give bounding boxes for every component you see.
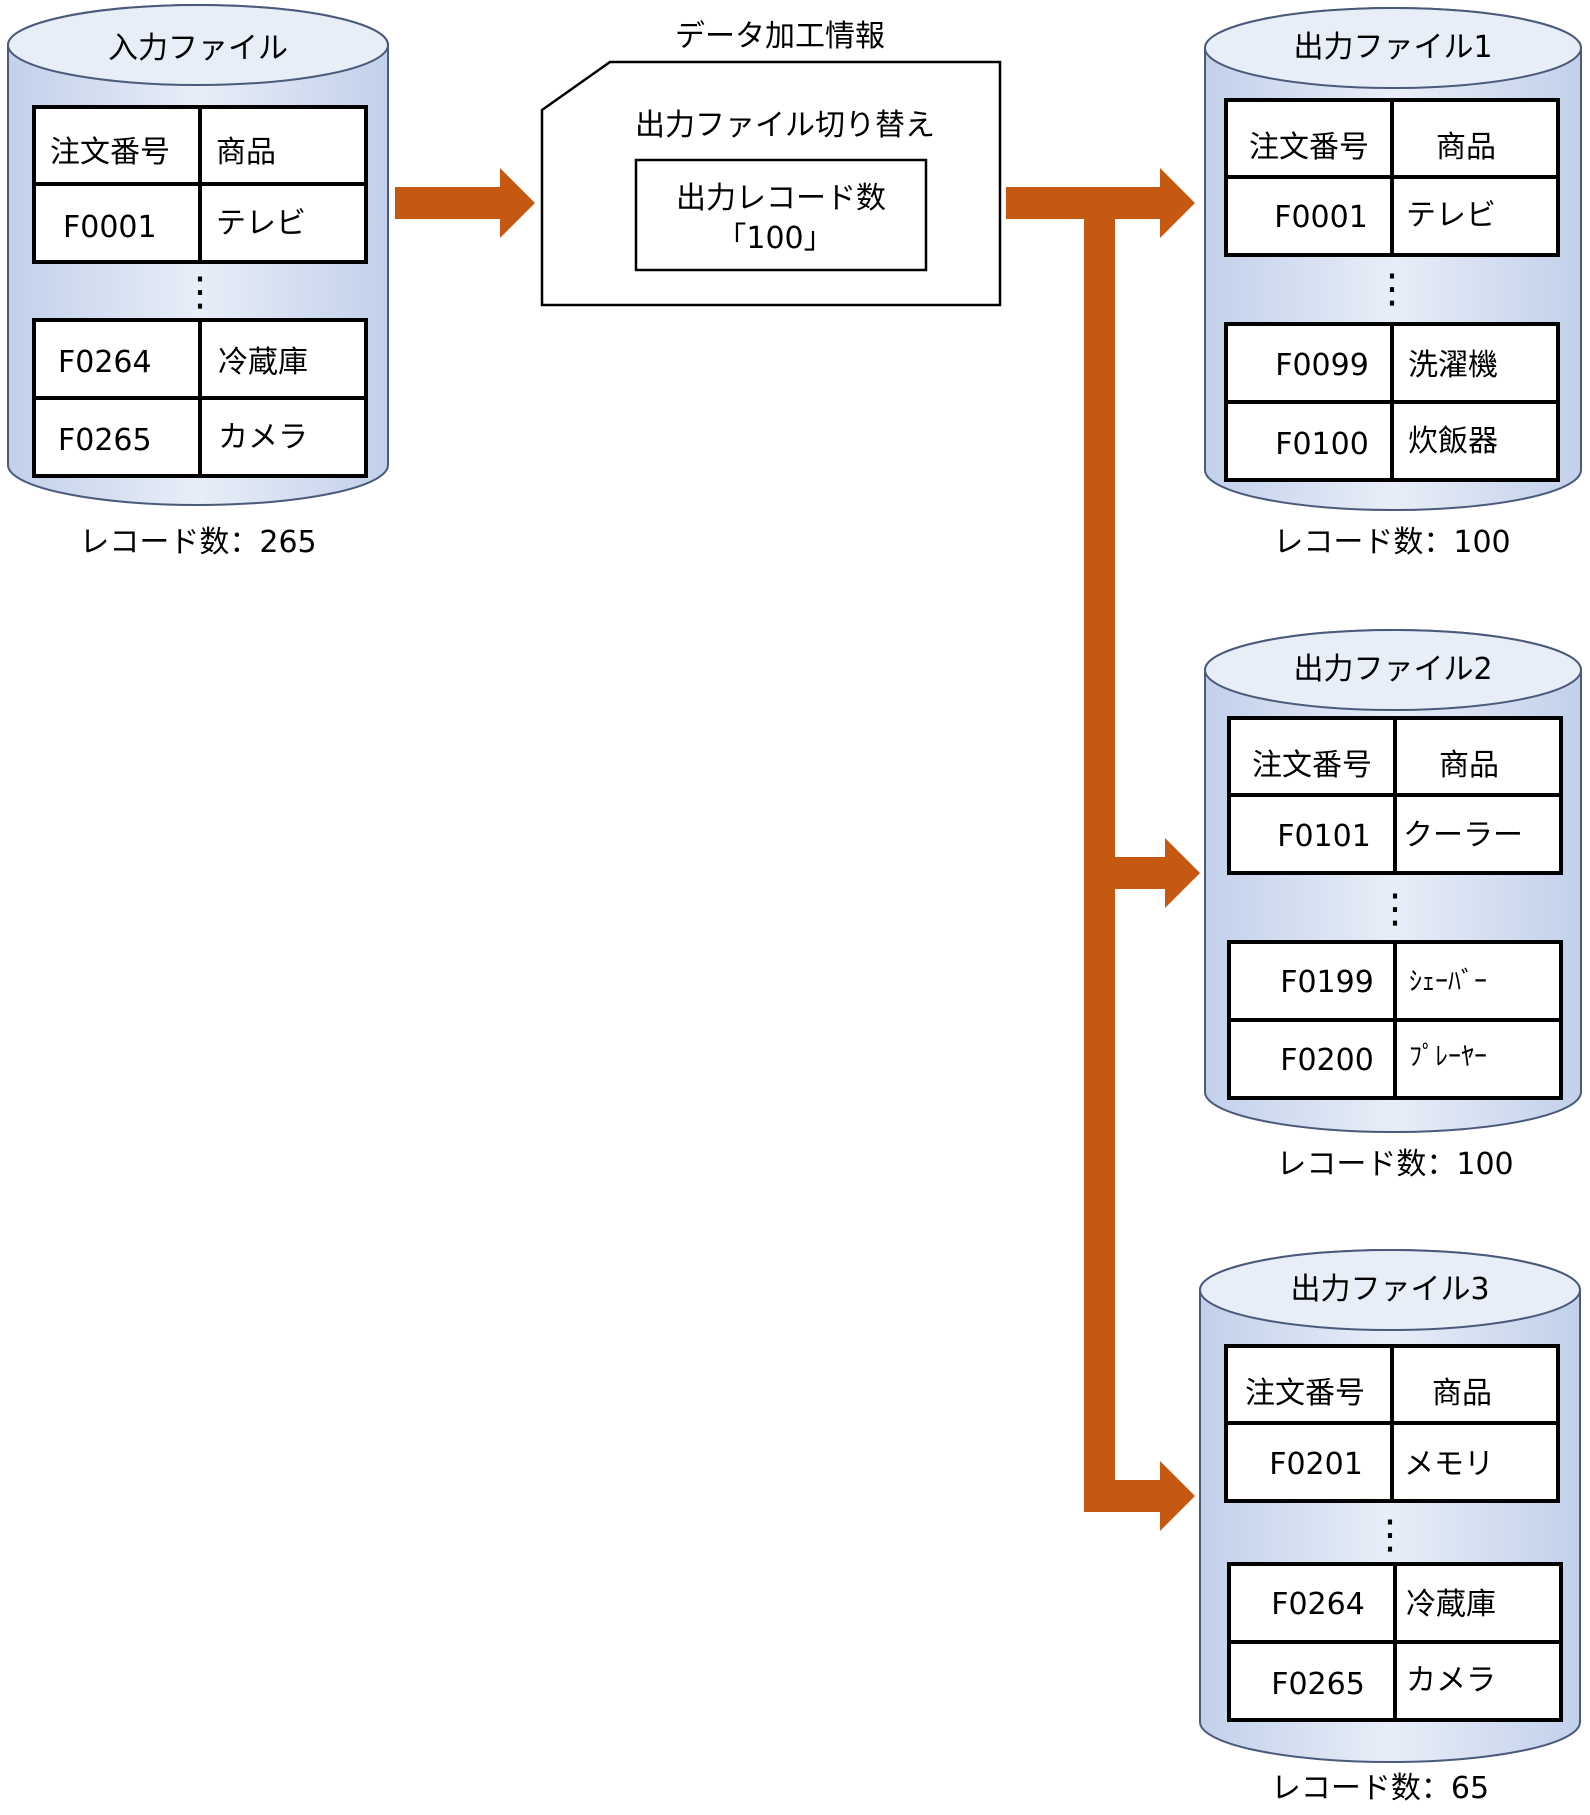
arrow-input-to-processing (395, 168, 535, 238)
product-cell: カメラ (218, 420, 308, 455)
table-cell (1393, 1640, 1563, 1722)
processing-heading: 出力ファイル切り替え (635, 108, 935, 143)
order-number-cell: F0001 (1274, 200, 1368, 235)
product-cell: カメラ (1406, 1663, 1496, 1698)
ellipsis: ⋮ (1375, 886, 1415, 932)
order-number-cell: F0201 (1269, 1447, 1363, 1482)
table-cell (1390, 1344, 1560, 1425)
table-cell (1224, 400, 1394, 482)
header-order-number: 注文番号 (1249, 130, 1369, 165)
table-cell (1393, 793, 1563, 875)
order-number-cell: F0199 (1280, 965, 1374, 1000)
product-cell: 冷蔵庫 (1406, 1587, 1496, 1622)
output-cylinder-top (1199, 1249, 1581, 1331)
processing-title: データ加工情報 (675, 19, 885, 54)
table-cell (1393, 1562, 1563, 1644)
output-cylinder-top (1204, 629, 1582, 711)
output-file-3-cylinder: 出力ファイル3 注文番号 商品 F0201 メモリ ⋮ F0264 冷蔵庫 F0… (1199, 1249, 1581, 1806)
output-record-count: レコード数：100 (1276, 1147, 1513, 1182)
arrow-to-output-3 (1114, 1461, 1195, 1531)
record-count-box-value: 「100」 (716, 221, 833, 256)
table-cell (1393, 1018, 1563, 1100)
table-cell (1390, 400, 1560, 482)
table-cell (1390, 1421, 1560, 1503)
order-number-cell: F0100 (1275, 427, 1369, 462)
table-cell (1227, 1562, 1397, 1644)
input-file-cylinder: 入力ファイル 注文番号 商品 F0001 テレビ ⋮ F0264 冷蔵庫 F02… (7, 4, 389, 560)
header-product: 商品 (1436, 130, 1496, 165)
order-number-cell: F0265 (1271, 1667, 1365, 1702)
header-product: 商品 (1439, 748, 1499, 783)
product-cell: メモリ (1404, 1447, 1494, 1482)
input-record-table: 注文番号 商品 F0001 テレビ ⋮ F0264 冷蔵庫 F0265 カメラ (32, 105, 368, 478)
header-product: 商品 (1432, 1376, 1492, 1411)
input-record-count: レコード数：265 (79, 525, 316, 560)
table-cell (1390, 322, 1560, 404)
product-cell: 冷蔵庫 (218, 345, 308, 380)
order-number-cell: F0001 (63, 210, 157, 245)
table-cell (1227, 793, 1397, 875)
table-cell (198, 396, 368, 478)
ellipsis: ⋮ (180, 269, 220, 315)
output-record-count: レコード数：65 (1271, 1771, 1489, 1806)
branch-arrows (1006, 168, 1200, 1531)
order-number-cell: F0101 (1277, 819, 1371, 854)
header-order-number: 注文番号 (1245, 1376, 1365, 1411)
table-cell (1224, 322, 1394, 404)
order-number-cell: F0264 (58, 345, 152, 380)
output-file-title: 出力ファイル1 (1293, 30, 1492, 65)
input-cylinder-top (7, 4, 389, 86)
output-file-2-cylinder: 出力ファイル2 注文番号 商品 F0101 クーラー ⋮ F0199 ｼｪｰﾊﾞ… (1204, 629, 1582, 1182)
order-number-cell: F0200 (1280, 1043, 1374, 1078)
ellipsis: ⋮ (1370, 1512, 1410, 1558)
order-number-cell: F0265 (58, 423, 152, 458)
table-cell (198, 182, 368, 264)
order-number-cell: F0099 (1275, 348, 1369, 383)
header-order-number: 注文番号 (50, 135, 170, 170)
product-cell: 洗濯機 (1408, 348, 1498, 383)
output-file-title: 出力ファイル2 (1293, 652, 1492, 687)
branch-trunk (1006, 168, 1195, 1512)
table-cell (1224, 98, 1394, 179)
header-order-number: 注文番号 (1252, 748, 1372, 783)
product-cell: テレビ (1406, 198, 1496, 233)
record-count-box (634, 158, 928, 272)
record-count-box-label: 出力レコード数 (676, 181, 886, 216)
table-cell (32, 318, 202, 400)
table-cell (1393, 940, 1563, 1022)
order-number-cell: F0264 (1271, 1587, 1365, 1622)
table-cell (198, 105, 368, 186)
product-cell: ﾌﾟﾚｰﾔｰ (1409, 1042, 1487, 1072)
product-cell: テレビ (216, 206, 306, 241)
header-product: 商品 (216, 135, 276, 170)
product-cell: クーラー (1403, 818, 1523, 853)
processing-info: データ加工情報 出力ファイル切り替え 出力レコード数 「100」 (540, 19, 1002, 307)
table-cell (1227, 1018, 1397, 1100)
table-cell (1227, 716, 1397, 797)
product-cell: 炊飯器 (1408, 424, 1498, 459)
output-file-title: 出力ファイル3 (1290, 1272, 1489, 1307)
table-cell (1390, 175, 1560, 257)
output-record-count: レコード数：100 (1273, 525, 1510, 560)
table-cell (1224, 175, 1394, 257)
ellipsis: ⋮ (1372, 266, 1412, 312)
output-cylinder-top (1204, 7, 1582, 89)
input-file-title: 入力ファイル (108, 31, 288, 66)
table-cell (32, 182, 202, 264)
product-cell: ｼｪｰﾊﾞｰ (1409, 967, 1487, 997)
output-file-1-cylinder: 出力ファイル1 注文番号 商品 F0001 テレビ ⋮ F0099 洗濯機 F0… (1204, 7, 1582, 560)
arrow-to-output-2 (1114, 838, 1200, 908)
